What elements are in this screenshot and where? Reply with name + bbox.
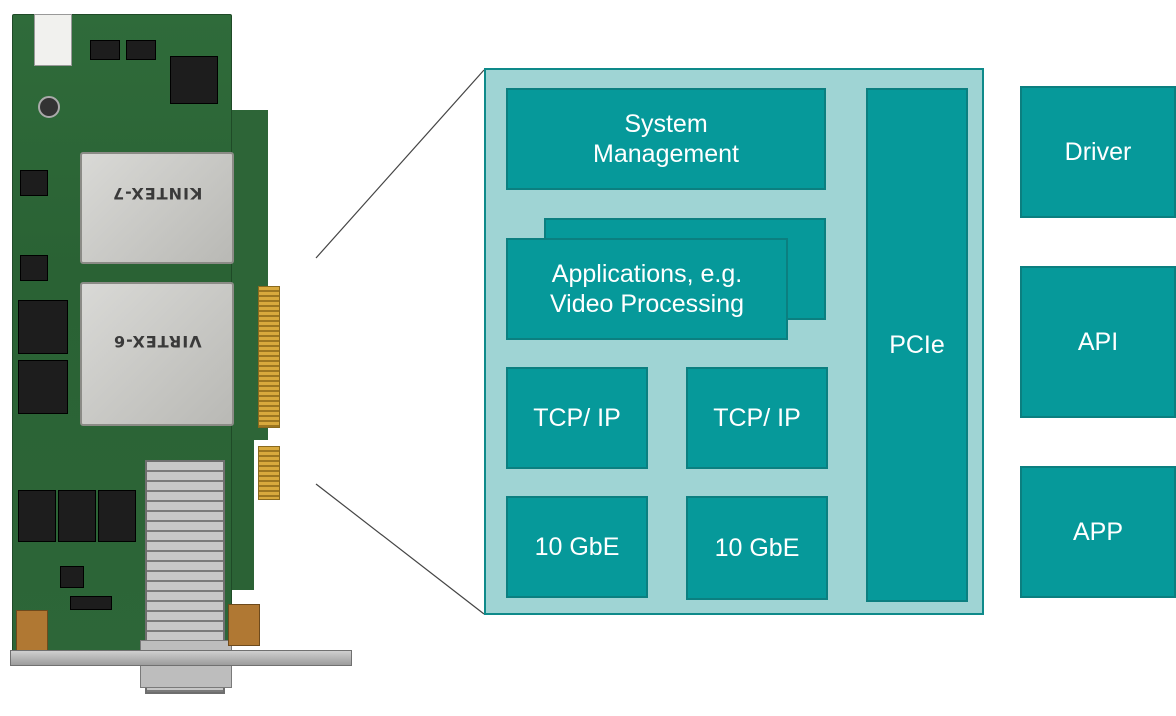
system-management-label: System Management — [593, 110, 739, 168]
applications-block: Applications, e.g. Video Processing — [506, 238, 788, 340]
mounting-bracket — [10, 650, 352, 666]
power-connector — [34, 14, 72, 66]
app-block: APP — [1020, 466, 1176, 598]
capacitor — [38, 96, 60, 118]
tcp-ip-block-1: TCP/ IP — [506, 367, 648, 469]
api-label: API — [1077, 328, 1119, 356]
component — [90, 40, 120, 60]
kintex-7-fpga: KINTEX-7 — [80, 152, 234, 264]
driver-label: Driver — [1064, 138, 1132, 166]
pcie-edge-connector-small — [258, 446, 280, 500]
memory-chip — [98, 490, 136, 542]
memory-chip — [18, 360, 68, 414]
applications-label: Applications, e.g. Video Processing — [549, 260, 745, 318]
api-block: API — [1020, 266, 1176, 418]
gbe-block-1: 10 GbE — [506, 496, 648, 598]
memory-chip — [18, 490, 56, 542]
pcie-block: PCIe — [866, 88, 968, 602]
pcb-edge-lower — [228, 440, 254, 590]
component — [20, 170, 48, 196]
gbe-block-2: 10 GbE — [686, 496, 828, 600]
virtex-6-label: VIRTEX-6 — [112, 332, 202, 351]
tcp-ip-block-2: TCP/ IP — [686, 367, 828, 469]
fpga-architecture-panel: System Management Applications, e.g. Vid… — [484, 68, 984, 615]
memory-chip — [18, 300, 68, 354]
screw-mount — [16, 610, 48, 652]
app-label: APP — [1072, 518, 1124, 546]
pcie-edge-connector — [258, 286, 280, 428]
gbe-label-1: 10 GbE — [534, 533, 620, 561]
fpga-board-photo: KINTEX-7 VIRTEX-6 — [0, 0, 352, 716]
pcie-label: PCIe — [889, 331, 945, 359]
memory-chip — [58, 490, 96, 542]
tcp-ip-label-1: TCP/ IP — [533, 404, 621, 432]
component — [60, 566, 84, 588]
component — [70, 596, 112, 610]
system-management-block: System Management — [506, 88, 826, 190]
component — [20, 255, 48, 281]
virtex-6-fpga: VIRTEX-6 — [80, 282, 234, 426]
driver-block: Driver — [1020, 86, 1176, 218]
gbe-label-2: 10 GbE — [714, 534, 800, 562]
component — [126, 40, 156, 60]
tcp-ip-label-2: TCP/ IP — [713, 404, 801, 432]
component — [170, 56, 218, 104]
screw-mount — [228, 604, 260, 646]
kintex-7-label: KINTEX-7 — [111, 184, 203, 203]
